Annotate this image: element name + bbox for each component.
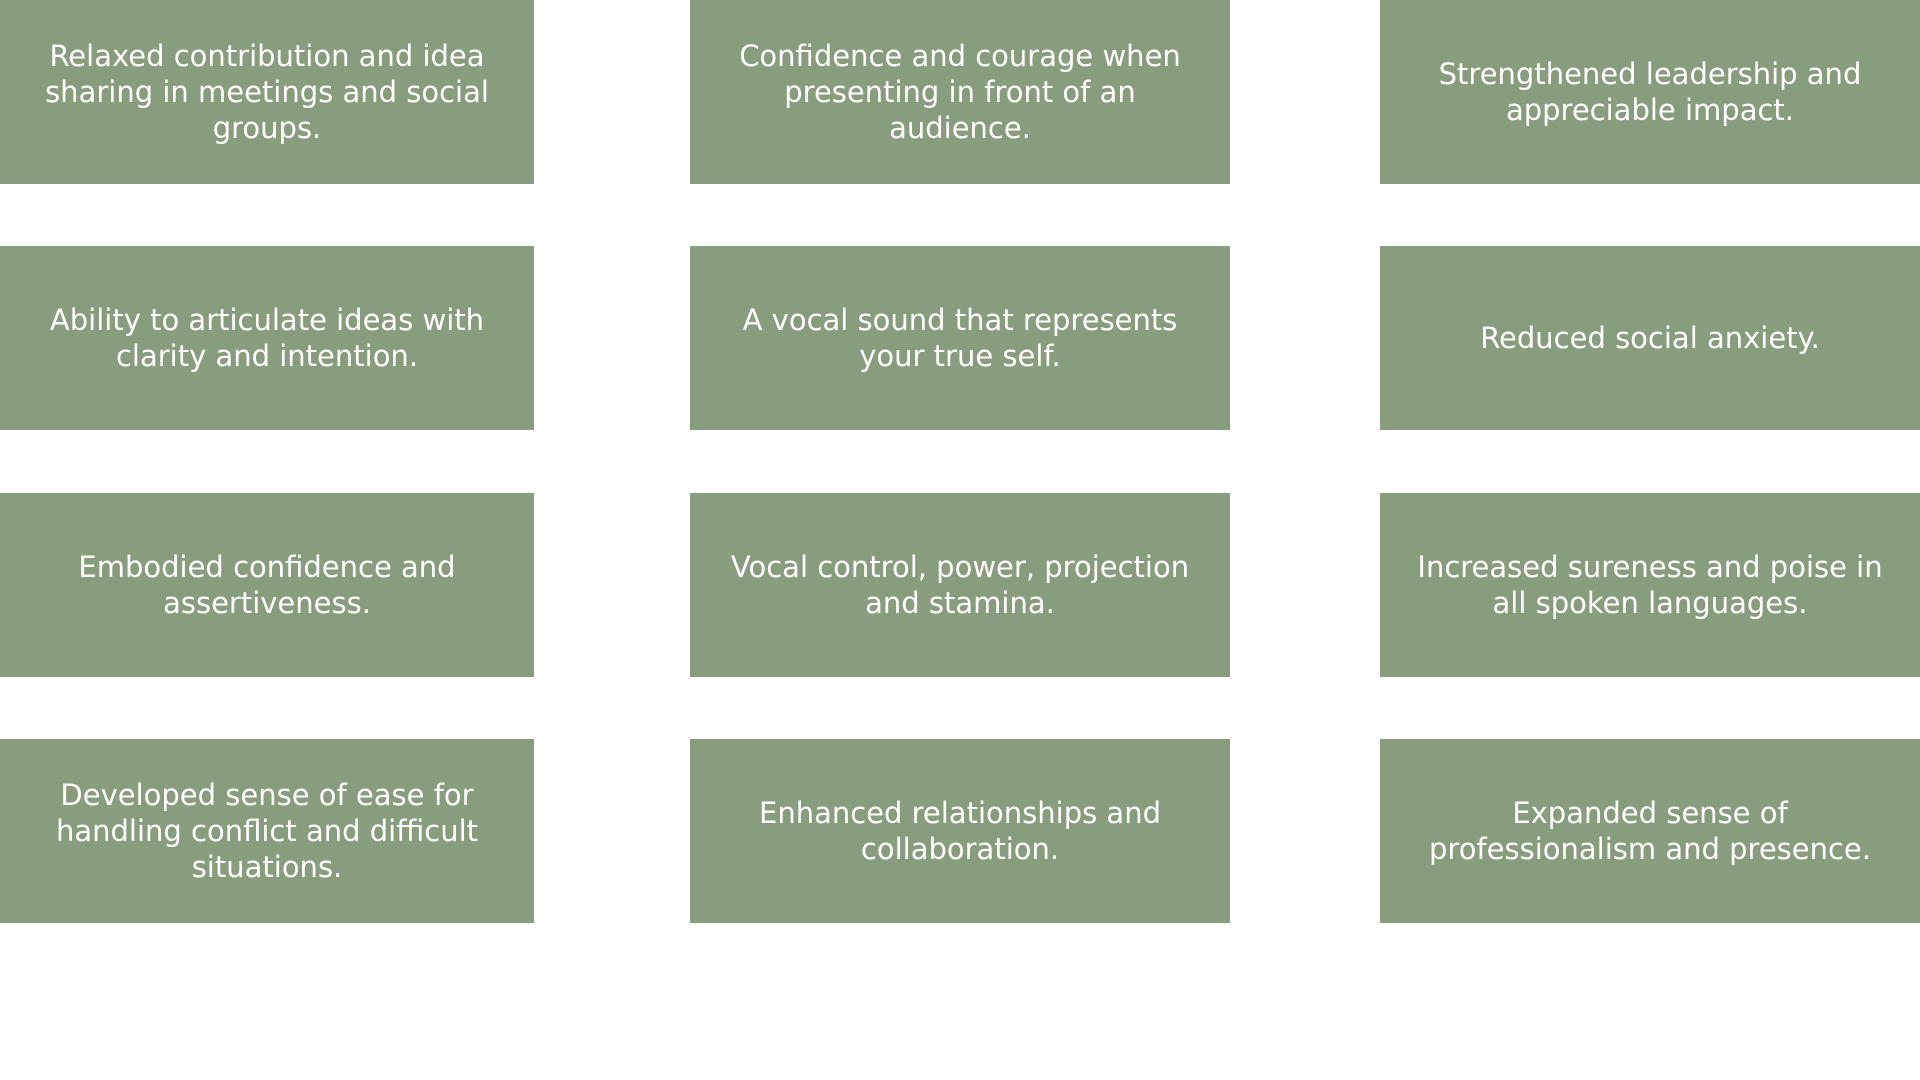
benefit-card-text: Reduced social anxiety. (1480, 321, 1820, 355)
benefit-card-text: Ability to articulate ideas with clarity… (49, 303, 485, 373)
benefit-card-text: A vocal sound that represents your true … (742, 303, 1178, 373)
benefit-card: Enhanced relationships and collaboration… (690, 739, 1230, 923)
benefit-card-text: Developed sense of ease for handling con… (55, 778, 478, 884)
benefit-card: Confidence and courage when presenting i… (690, 0, 1230, 184)
benefit-card: Embodied confidence and assertiveness. (0, 493, 534, 677)
benefit-card-text: Enhanced relationships and collaboration… (759, 796, 1161, 866)
benefit-card: Relaxed contribution and idea sharing in… (0, 0, 534, 184)
benefit-card-text: Vocal control, power, projection and sta… (730, 550, 1190, 620)
benefit-card: Expanded sense of professionalism and pr… (1380, 739, 1920, 923)
benefit-card: A vocal sound that represents your true … (690, 246, 1230, 430)
benefit-card: Vocal control, power, projection and sta… (690, 493, 1230, 677)
benefit-card: Ability to articulate ideas with clarity… (0, 246, 534, 430)
benefit-card: Developed sense of ease for handling con… (0, 739, 534, 923)
benefit-card: Reduced social anxiety. (1380, 246, 1920, 430)
benefit-card-text: Confidence and courage when presenting i… (739, 39, 1181, 145)
benefit-card-text: Relaxed contribution and idea sharing in… (45, 39, 489, 145)
benefit-card-text: Strengthened leadership and appreciable … (1438, 57, 1862, 127)
benefit-card: Increased sureness and poise in all spok… (1380, 493, 1920, 677)
benefit-card: Strengthened leadership and appreciable … (1380, 0, 1920, 184)
benefit-card-text: Increased sureness and poise in all spok… (1417, 550, 1883, 620)
benefit-card-text: Expanded sense of professionalism and pr… (1429, 796, 1871, 866)
benefit-card-text: Embodied confidence and assertiveness. (78, 550, 456, 620)
